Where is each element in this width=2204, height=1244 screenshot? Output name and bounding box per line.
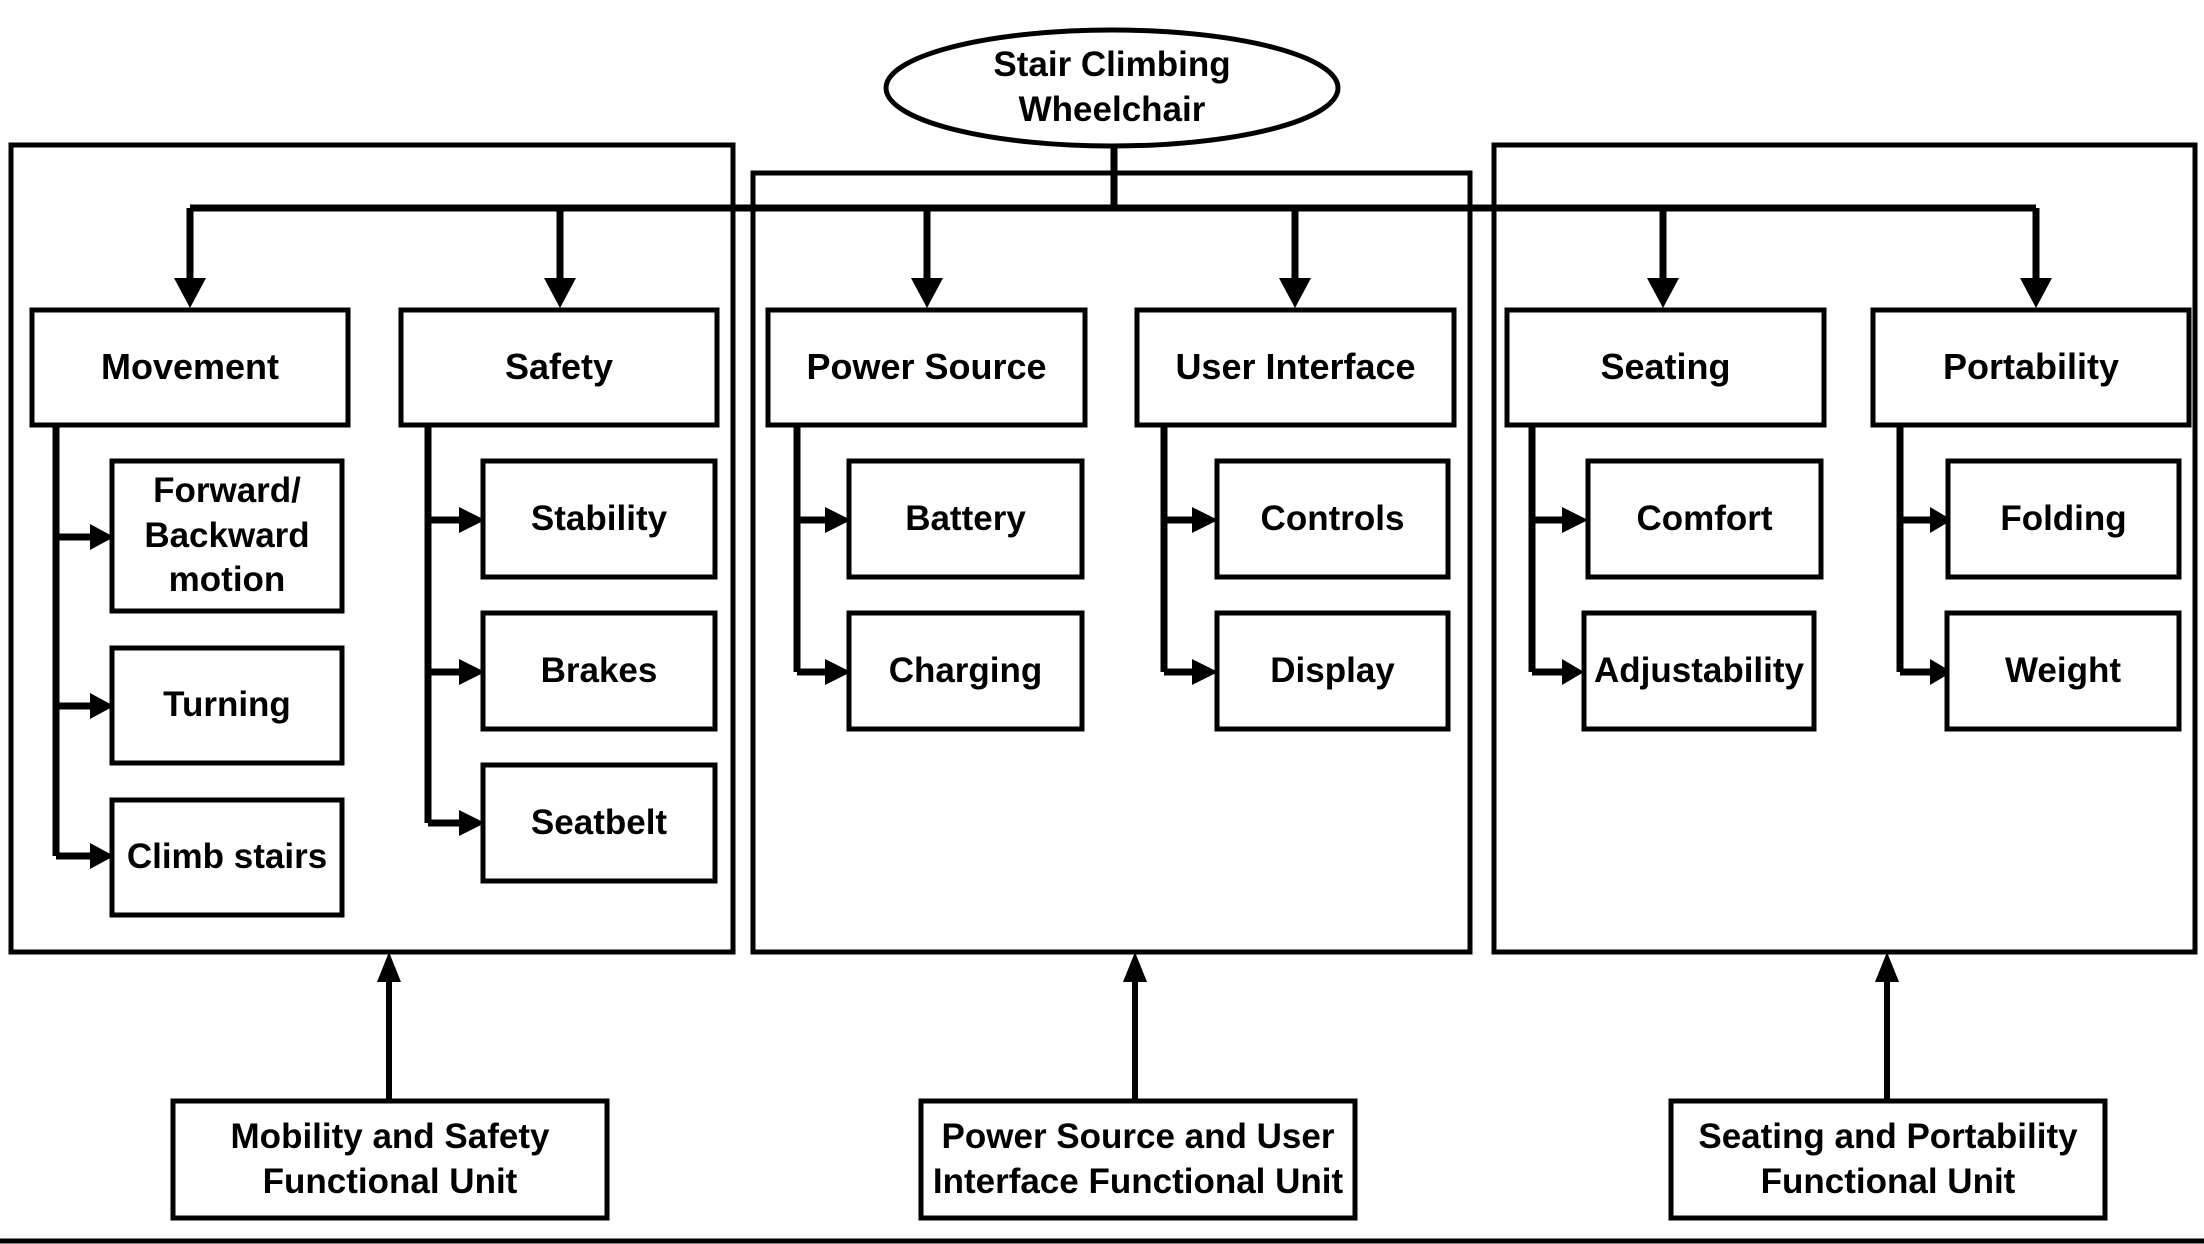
child-label-brakes: Brakes [540, 650, 658, 690]
child-connectors [52, 425, 1935, 860]
branch-user-interface [1160, 425, 1197, 676]
arrowhead-adjustability [1562, 659, 1584, 685]
arrowhead-turning [90, 693, 114, 719]
arrowhead-folding [1930, 507, 1952, 533]
category-box-user-interface [1134, 307, 1457, 428]
unit-label-power-ui: Power Source and User Interface Function… [932, 1116, 1344, 1201]
arrowhead-brakes [459, 659, 485, 685]
branch-power-source [793, 425, 830, 676]
branch-seating [1528, 425, 1567, 676]
child-label-folding: Folding [2000, 498, 2127, 538]
unit-arrowhead-1 [377, 952, 401, 982]
child-label-charging: Charging [888, 650, 1043, 690]
child-box-climb-stairs [109, 797, 345, 918]
child-box-charging [846, 610, 1085, 732]
child-box-battery [846, 458, 1085, 580]
arrowhead-charging [825, 659, 851, 685]
category-label-portability: Portability [1942, 346, 2120, 388]
child-box-folding [1945, 458, 2182, 580]
child-label-controls: Controls [1260, 498, 1405, 538]
category-label-seating: Seating [1600, 346, 1731, 388]
child-box-turning [109, 645, 345, 766]
arrowhead-power-source [911, 278, 943, 308]
category-label-user-interface: User Interface [1175, 346, 1416, 388]
category-label-movement: Movement [100, 346, 280, 388]
child-label-climb-stairs: Climb stairs [126, 837, 328, 877]
child-label-turning: Turning [163, 685, 291, 725]
arrowhead-weight [1930, 659, 1952, 685]
category-box-safety [398, 307, 720, 428]
group-frame-seating-portability [1491, 142, 2198, 955]
child-label-stability: Stability [530, 498, 668, 538]
child-box-controls [1214, 458, 1451, 580]
child-box-stability [480, 458, 718, 580]
unit-box-mobility-safety [170, 1098, 610, 1221]
child-label-weight: Weight [2004, 650, 2121, 690]
branch-safety [424, 425, 464, 827]
arrowhead-controls [1192, 507, 1218, 533]
root-node-label: Stair Climbing Wheelchair [993, 45, 1231, 129]
arrowhead-climb-stairs [90, 843, 114, 869]
child-label-adjustability: Adjustability [1593, 650, 1805, 690]
child-arrowheads [90, 507, 1952, 869]
arrowhead-forward-backward [90, 524, 114, 550]
child-box-adjustability [1581, 610, 1817, 732]
child-box-comfort [1585, 458, 1824, 580]
category-box-seating [1504, 307, 1827, 428]
category-label-power-source: Power Source [806, 346, 1047, 388]
child-box-forward-backward [109, 458, 345, 614]
arrowhead-stability [459, 507, 485, 533]
arrowhead-seating [1647, 278, 1679, 308]
arrowhead-comfort [1562, 507, 1588, 533]
unit-arrowhead-3 [1875, 952, 1899, 982]
category-boxes [29, 307, 2192, 428]
unit-label-seating-portability: Seating and Portability Functional Unit [1698, 1116, 2078, 1201]
unit-arrows [377, 952, 1899, 1100]
category-label-safety: Safety [504, 346, 614, 388]
unit-box-power-ui [918, 1098, 1358, 1221]
arrowhead-safety [544, 278, 576, 308]
arrowhead-seatbelt [459, 810, 485, 836]
child-boxes [109, 458, 2182, 918]
unit-label-mobility-safety: Mobility and Safety Functional Unit [230, 1116, 550, 1201]
category-box-power-source [765, 307, 1088, 428]
child-label-battery: Battery [905, 498, 1026, 538]
unit-arrowhead-2 [1123, 952, 1147, 982]
group-frame-mobility-safety [8, 142, 736, 955]
child-box-display [1214, 610, 1451, 732]
arrowhead-battery [825, 507, 851, 533]
category-arrows [174, 208, 2052, 308]
unit-boxes [170, 1098, 2108, 1221]
branch-movement [52, 425, 95, 860]
arrowhead-display [1192, 659, 1218, 685]
category-box-movement [29, 307, 351, 428]
child-label-display: Display [1270, 650, 1395, 690]
child-label-comfort: Comfort [1636, 498, 1773, 538]
child-label-seatbelt: Seatbelt [530, 802, 668, 842]
arrowhead-portability [2020, 278, 2052, 308]
child-box-seatbelt [480, 762, 718, 884]
branch-portability [1896, 425, 1935, 676]
category-box-portability [1870, 307, 2192, 428]
arrowhead-user-interface [1279, 278, 1311, 308]
child-box-brakes [480, 610, 718, 732]
arrowhead-movement [174, 278, 206, 308]
child-box-weight [1944, 610, 2182, 732]
child-label-forward-backward: Forward/ Backward motion [144, 470, 310, 600]
unit-box-seating-portability [1668, 1098, 2108, 1221]
